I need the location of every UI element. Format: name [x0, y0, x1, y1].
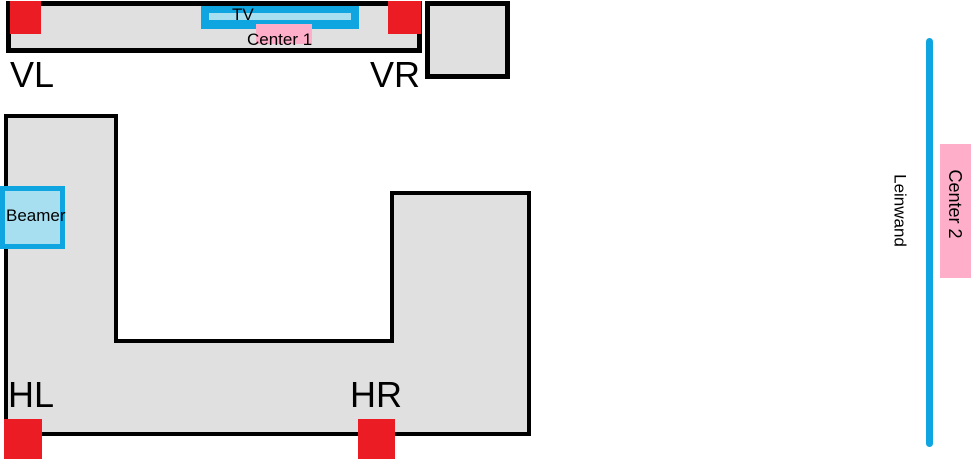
center1-label: Center 1	[247, 30, 313, 49]
projection-screen	[926, 38, 933, 447]
couch-shape	[4, 114, 531, 436]
label-hr: HR	[350, 374, 402, 415]
label-vr: VR	[370, 54, 421, 95]
tv	[201, 6, 359, 29]
speaker-rear-right	[358, 419, 395, 459]
label-vl: VL	[10, 54, 55, 95]
center1-speaker	[256, 24, 312, 44]
tv-screen	[209, 13, 351, 20]
center2-label: Center 2	[945, 169, 965, 239]
beamer-label: Beamer	[6, 206, 66, 225]
speaker-rear-left	[4, 419, 42, 459]
label-hl: HL	[8, 374, 55, 415]
side-box	[425, 1, 510, 79]
tv-label: TV	[232, 5, 254, 24]
center2-speaker	[940, 144, 971, 278]
beamer	[0, 186, 65, 249]
speaker-front-left	[10, 1, 41, 34]
speaker-front-right	[388, 1, 421, 34]
screen-label: Leinwand	[890, 174, 910, 247]
